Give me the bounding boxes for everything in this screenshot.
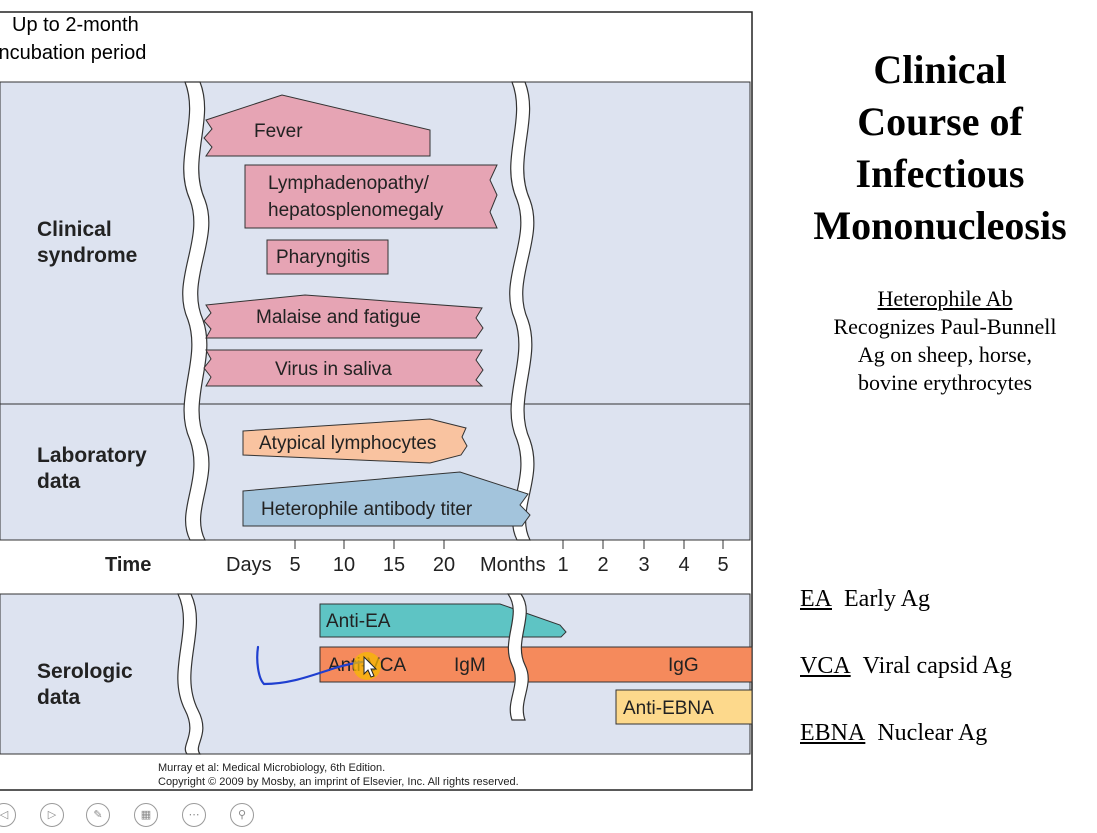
lymphadenopathy-bar-label-line1: Lymphadenopathy/	[268, 173, 430, 194]
laboratory-data-label-line1: Laboratory	[37, 444, 147, 467]
fever-bar	[203, 94, 431, 157]
lymphadenopathy-bar	[244, 164, 498, 229]
credit-line1: Murray et al: Medical Microbiology, 6th …	[158, 762, 385, 774]
heterophile-line: bovine erythrocytes	[857, 370, 1033, 395]
abbreviation-ea: EA Early Ag	[800, 586, 930, 613]
incubation-break-lower	[177, 593, 204, 755]
fever-bar-label: Fever	[254, 121, 303, 142]
heterophile-antibody-bar	[242, 471, 531, 527]
pen-annotation-stroke	[256, 645, 364, 686]
previous-slide-icon: ◁	[0, 808, 9, 821]
incubation-break-upper	[182, 81, 210, 541]
time-label: Time	[105, 554, 151, 576]
incubation-label-line2: incubation period	[0, 42, 146, 64]
anti-ebna-bar-label: Anti-EBNA	[623, 698, 714, 719]
igg-label: IgG	[668, 655, 699, 676]
heterophile-note: Heterophile Ab Recognizes Paul-Bunnell A…	[790, 285, 1097, 397]
anti-ebna-bar	[615, 689, 753, 725]
month-tick-label: 4	[678, 554, 689, 576]
clinical-syndrome-label-line2: syndrome	[37, 244, 137, 267]
more-options-button[interactable]: ⋯	[182, 803, 206, 827]
slideshow-controls: ◁ ▷ ✎ ▦ ⋯ ⚲	[0, 800, 300, 833]
heterophile-line: Recognizes Paul-Bunnell	[833, 314, 1057, 339]
more-options-icon: ⋯	[188, 808, 200, 821]
month-tick-label: 2	[597, 554, 608, 576]
month-tick-label: 3	[638, 554, 649, 576]
month-tick-label: 1	[557, 554, 568, 576]
slide-title-line: Clinical	[873, 47, 1007, 92]
credit-line2: Copyright © 2009 by Mosby, an imprint of…	[158, 776, 519, 788]
pharyngitis-bar	[266, 239, 389, 275]
lymphadenopathy-bar-label-line2: hepatosplenomegaly	[268, 200, 444, 221]
months-ticks: 1 2 3 4 5	[557, 540, 729, 576]
virus-in-saliva-bar-label: Virus in saliva	[275, 359, 392, 380]
day-tick-label: 10	[333, 554, 355, 576]
igm-label: IgM	[454, 655, 486, 676]
atypical-lymphocytes-bar-label: Atypical lymphocytes	[259, 433, 436, 454]
laboratory-data-label-line2: data	[37, 470, 81, 493]
months-break-lower	[506, 593, 529, 721]
months-axis-label: Months	[480, 554, 546, 576]
virus-in-saliva-bar	[203, 349, 484, 387]
month-tick-label: 5	[717, 554, 728, 576]
slide-title: Clinical Course of Infectious Mononucleo…	[790, 44, 1090, 252]
next-slide-button[interactable]: ▷	[40, 803, 64, 827]
abbreviation-meaning: Viral capsid Ag	[862, 653, 1012, 679]
malaise-fatigue-bar	[203, 294, 484, 339]
pharyngitis-bar-label: Pharyngitis	[276, 247, 370, 268]
heterophile-line: Ag on sheep, horse,	[857, 342, 1033, 367]
anti-ea-bar	[319, 603, 567, 638]
abbreviation-meaning: Nuclear Ag	[877, 720, 988, 746]
abbreviation-term: EA	[800, 586, 832, 612]
atypical-lymphocytes-bar	[242, 418, 468, 464]
day-tick-label: 5	[289, 554, 300, 576]
clinical-course-figure: Up to 2-month incubation period Clinical…	[0, 11, 753, 791]
abbreviation-ebna: EBNA Nuclear Ag	[800, 720, 987, 747]
slide-title-line: Infectious	[855, 151, 1025, 196]
slide-overview-icon: ▦	[140, 808, 152, 821]
anti-ea-bar-label: Anti-EA	[326, 611, 391, 632]
slide-title-line: Course of	[857, 99, 1023, 144]
serologic-data-label-line1: Serologic	[37, 660, 133, 683]
heterophile-heading: Heterophile Ab	[877, 286, 1013, 311]
slide-title-line: Mononucleosis	[813, 203, 1067, 248]
malaise-fatigue-bar-label: Malaise and fatigue	[256, 307, 421, 328]
next-slide-icon: ▷	[47, 808, 57, 821]
previous-slide-button[interactable]: ◁	[0, 803, 16, 827]
abbreviation-meaning: Early Ag	[844, 586, 930, 612]
abbreviation-vca: VCA Viral capsid Ag	[800, 653, 1012, 680]
serologic-data-label-line2: data	[37, 686, 81, 709]
abbreviation-term: EBNA	[800, 720, 866, 746]
zoom-button[interactable]: ⚲	[230, 803, 254, 827]
zoom-icon: ⚲	[237, 808, 247, 821]
mouse-pointer-icon	[363, 655, 378, 678]
heterophile-antibody-bar-label: Heterophile antibody titer	[261, 499, 473, 520]
days-ticks: 5 10 15 20	[289, 540, 455, 576]
day-tick-label: 20	[433, 554, 455, 576]
slide-overview-button[interactable]: ▦	[134, 803, 158, 827]
clinical-syndrome-label-line1: Clinical	[37, 218, 112, 241]
pen-button[interactable]: ✎	[86, 803, 110, 827]
anti-vca-bar	[319, 646, 753, 683]
days-axis-label: Days	[226, 554, 272, 576]
months-break-upper	[509, 81, 535, 541]
abbreviation-term: VCA	[800, 653, 851, 679]
incubation-label-line1: Up to 2-month	[12, 14, 139, 36]
pen-icon: ✎	[93, 808, 103, 821]
day-tick-label: 15	[383, 554, 405, 576]
